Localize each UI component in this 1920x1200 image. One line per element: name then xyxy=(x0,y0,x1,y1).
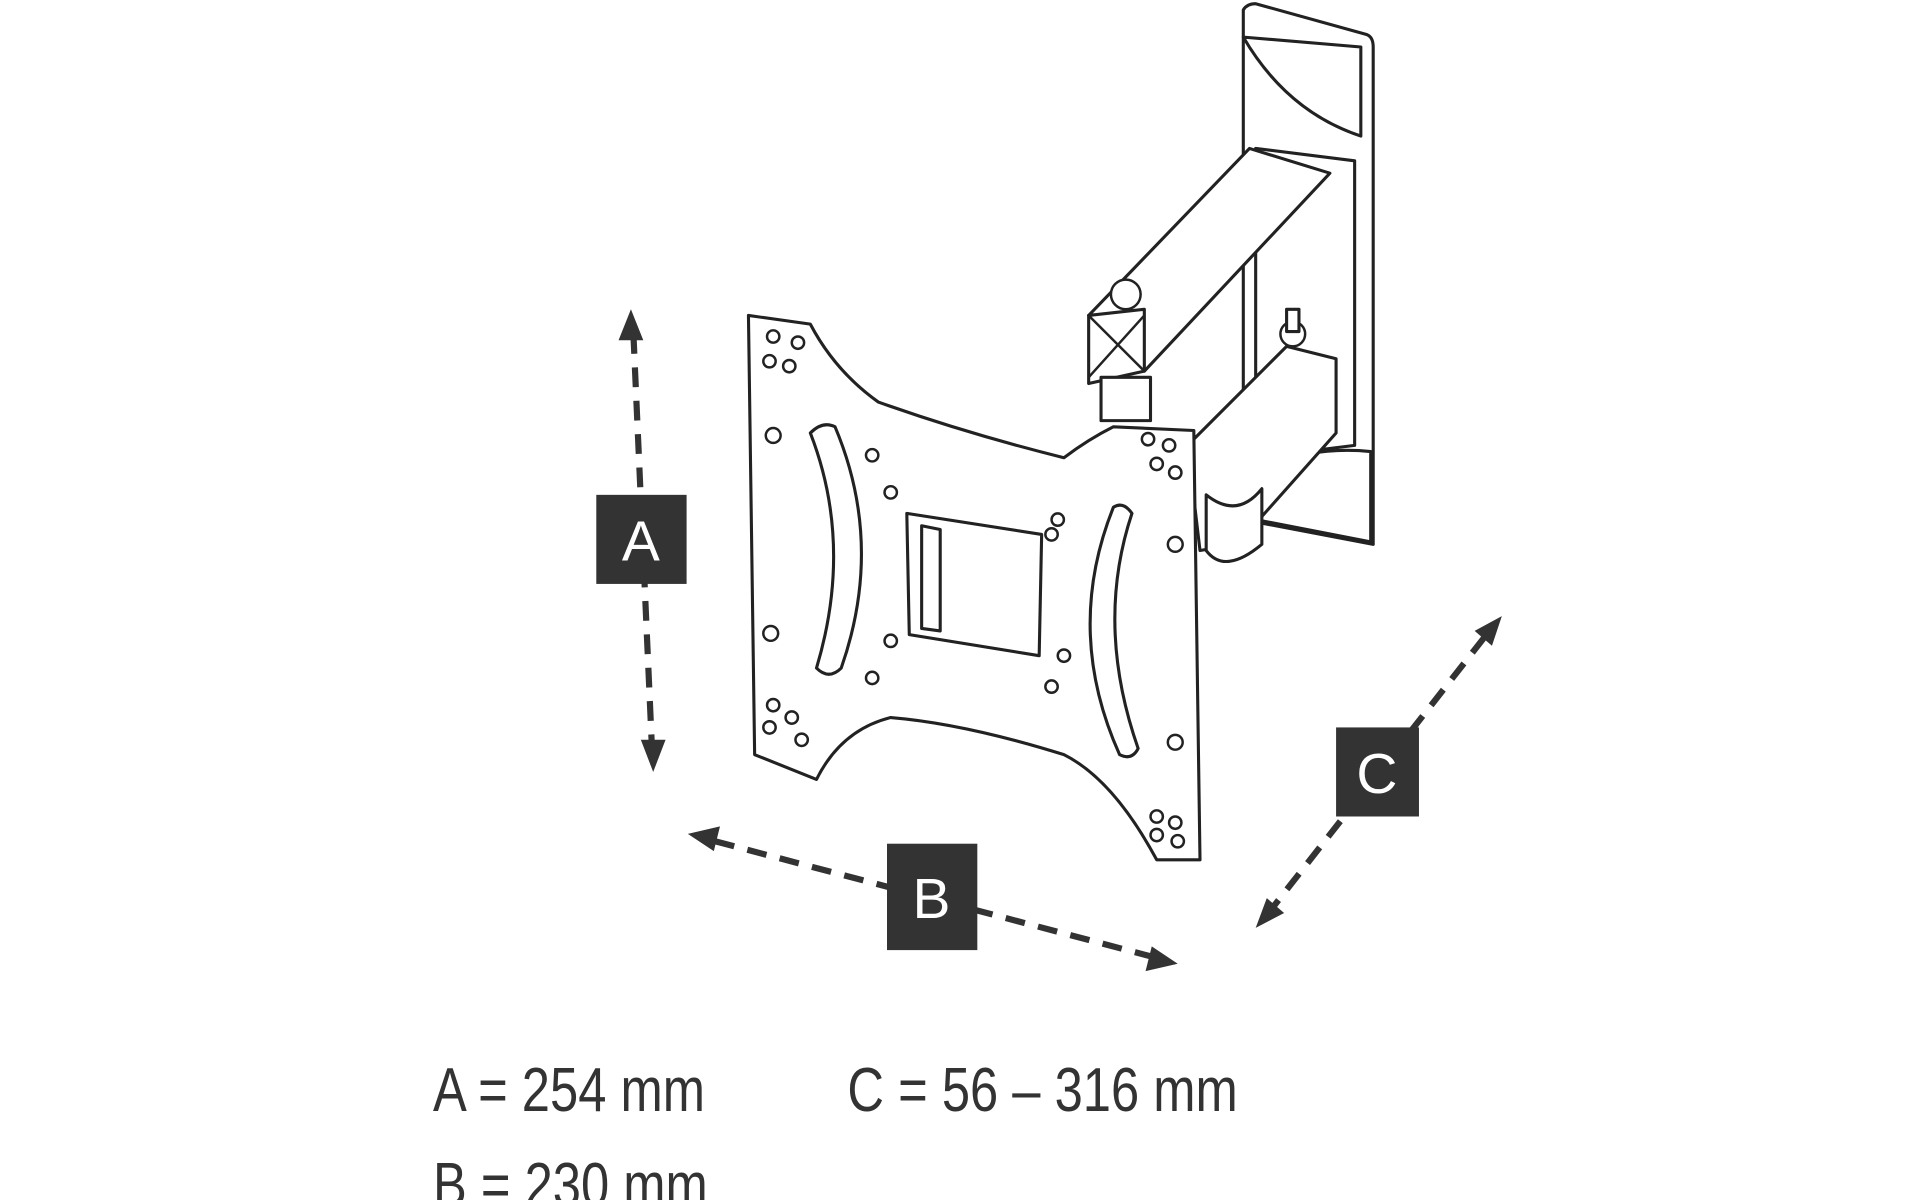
swivel-arm-upper xyxy=(1087,146,1332,423)
label-b: B xyxy=(913,867,951,931)
dimension-b-value: B = 230 mm xyxy=(433,1150,708,1200)
label-a: A xyxy=(622,509,660,573)
label-c: C xyxy=(1356,742,1397,806)
dimension-a-value: A = 254 mm xyxy=(433,1055,705,1124)
dimension-c-arrow: C xyxy=(1255,616,1502,928)
dimension-a-arrow: A xyxy=(596,309,687,772)
swivel-arm-lower xyxy=(1186,307,1338,564)
dimension-c-value: C = 56 – 316 mm xyxy=(847,1055,1237,1124)
tv-plate xyxy=(746,313,1202,862)
mounting-holes xyxy=(762,329,1186,849)
dimension-b-arrow: B xyxy=(687,826,1178,972)
